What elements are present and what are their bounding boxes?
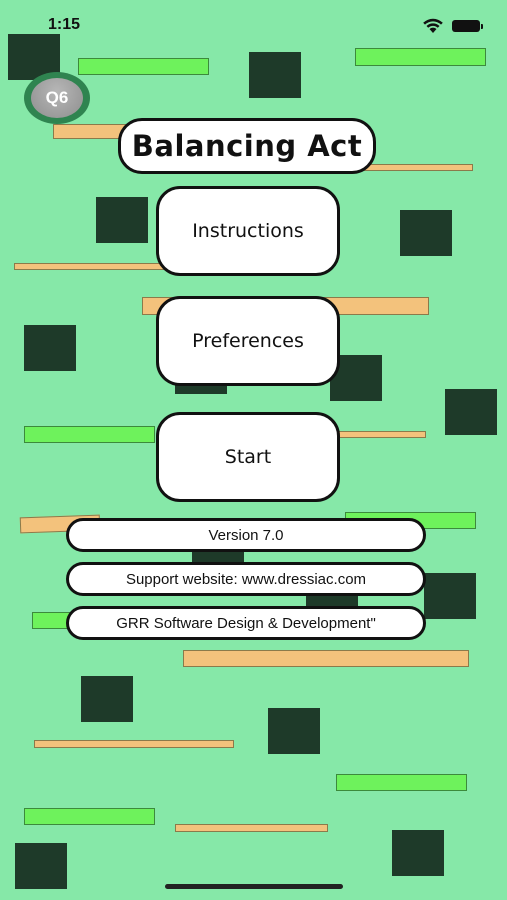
decor-square	[15, 843, 67, 889]
decor-square	[392, 830, 444, 876]
decor-bar	[183, 650, 469, 667]
decor-square	[445, 389, 497, 435]
status-bar: 1:15	[0, 0, 507, 44]
company-label: GRR Software Design & Development"	[66, 606, 426, 640]
support-website-label: Support website: www.dressiac.com	[66, 562, 426, 596]
decor-bar	[24, 426, 155, 443]
preferences-button[interactable]: Preferences	[156, 296, 340, 386]
wifi-icon	[423, 18, 443, 33]
start-button[interactable]: Start	[156, 412, 340, 502]
decor-bar	[14, 263, 164, 270]
decor-bar	[336, 774, 467, 791]
decor-bar	[335, 431, 426, 438]
decor-bar	[34, 740, 234, 748]
decor-square	[96, 197, 148, 243]
decor-square	[24, 325, 76, 371]
status-time: 1:15	[48, 16, 81, 33]
decor-square	[81, 676, 133, 722]
decor-square	[424, 573, 476, 619]
decor-square	[268, 708, 320, 754]
q6-badge-label: Q6	[31, 78, 83, 118]
decor-square	[400, 210, 452, 256]
battery-icon	[452, 20, 483, 32]
decor-bar	[78, 58, 209, 75]
app-title: Balancing Act	[118, 118, 376, 174]
decor-square	[249, 52, 301, 98]
version-label: Version 7.0	[66, 518, 426, 552]
q6-badge[interactable]: Q6	[24, 72, 90, 124]
instructions-button[interactable]: Instructions	[156, 186, 340, 276]
decor-bar	[355, 48, 486, 66]
home-indicator[interactable]	[165, 884, 343, 889]
decor-bar	[175, 824, 328, 832]
decor-bar	[24, 808, 155, 825]
